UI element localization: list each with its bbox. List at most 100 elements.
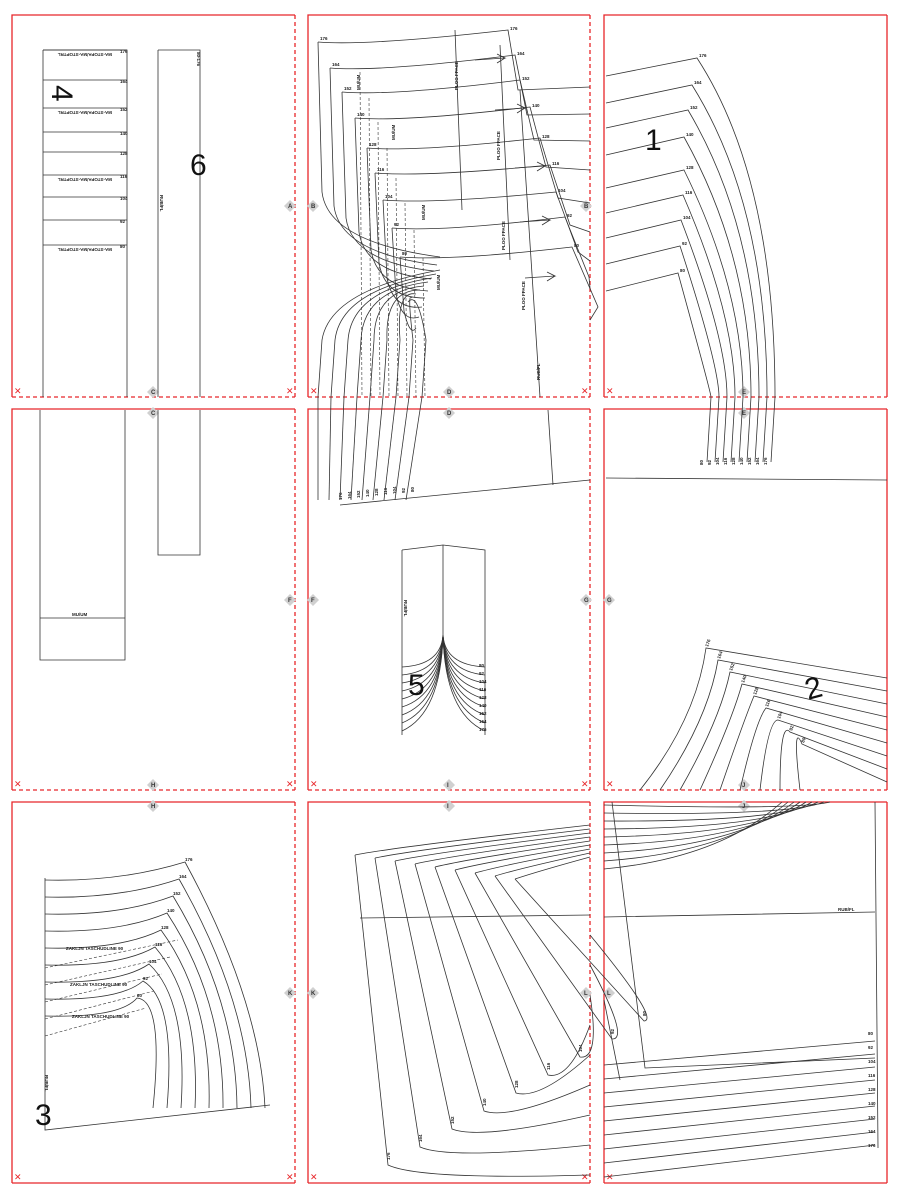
size-label: 140 xyxy=(686,132,694,137)
size-label: 152 xyxy=(690,105,698,110)
piece-2-line xyxy=(639,647,888,791)
size-label: 176 xyxy=(338,492,343,500)
fold-label: RUB/FL xyxy=(159,195,164,212)
front-side-line xyxy=(350,396,358,501)
alignment-marker xyxy=(603,594,615,606)
tile-border xyxy=(307,14,590,397)
front-side-line xyxy=(328,396,332,501)
size-label: 176 xyxy=(868,1143,876,1148)
size-label: 164 xyxy=(868,1129,876,1134)
front-side-line xyxy=(405,396,423,501)
size-label: 140 xyxy=(740,674,747,683)
fold-lines xyxy=(454,29,541,398)
piece-2-line xyxy=(739,707,888,791)
cut-mark: ✕ xyxy=(14,779,22,789)
neck-curve xyxy=(369,285,425,398)
back-hem-line xyxy=(603,1040,876,1066)
alignment-marker xyxy=(307,987,319,999)
piece-3-outline xyxy=(44,878,271,1131)
size-label: 152 xyxy=(356,490,361,498)
front-side-line xyxy=(372,396,384,501)
seam-dash xyxy=(395,177,399,398)
back-hem-line xyxy=(603,1066,876,1094)
size-label: 80 xyxy=(800,736,807,743)
cut-mark: ✕ xyxy=(14,1172,22,1182)
size-label: 80 xyxy=(402,251,408,256)
alignment-marker xyxy=(443,779,455,791)
size-label: 92 xyxy=(401,487,406,493)
piece-number-6: 6 xyxy=(190,149,207,182)
size-label: 176 xyxy=(320,36,328,41)
size-label: 164 xyxy=(517,51,525,56)
pleat-label: PLOO FPACE xyxy=(496,131,501,160)
piece-2-line xyxy=(796,737,888,791)
alignment-marker xyxy=(738,800,750,812)
size-label: 104 xyxy=(392,486,397,494)
back-top-line xyxy=(494,852,591,877)
size-label: 116 xyxy=(120,174,128,179)
tile-border xyxy=(603,408,887,790)
piece-6-outline xyxy=(157,49,201,397)
front-side-line xyxy=(317,41,441,258)
size-label: 164 xyxy=(694,80,702,85)
piece-4-outline xyxy=(39,410,126,661)
front-side-line xyxy=(391,227,420,319)
piece-1-line xyxy=(605,169,744,463)
front-top-line xyxy=(382,191,591,262)
neck-curve xyxy=(407,299,427,398)
back-hem-line xyxy=(603,1105,876,1136)
size-label: 80 xyxy=(410,486,415,492)
size-label: 104 xyxy=(558,188,566,193)
size-label: 128 xyxy=(868,1087,876,1092)
marker-letter: B xyxy=(311,204,316,210)
front-top-line xyxy=(354,106,591,171)
cut-mark: ✕ xyxy=(606,779,614,789)
front-side-line xyxy=(382,199,423,308)
cut-mark: ✕ xyxy=(286,386,294,396)
size-label: 140 xyxy=(532,103,540,108)
size-label: 92 xyxy=(479,671,485,676)
marker-letter: L xyxy=(584,991,588,997)
alignment-marker xyxy=(284,594,296,606)
size-label: 80 xyxy=(868,1031,874,1036)
cut-mark: ✕ xyxy=(581,386,589,396)
size-label: 128 xyxy=(514,1080,519,1088)
size-label: 140 xyxy=(482,1098,487,1106)
tile-border xyxy=(307,408,590,790)
stopper-label: MA-STOPA/MA-STOPTRL xyxy=(58,52,112,57)
neck-curve xyxy=(356,281,429,398)
size-label: 128 xyxy=(369,142,377,147)
piece-1-line xyxy=(605,272,712,463)
back-hem-line xyxy=(603,1092,876,1122)
size-label: 164 xyxy=(418,1134,423,1142)
piece-6-outline xyxy=(157,410,201,556)
back-top-line xyxy=(514,856,591,880)
piece-1-hem xyxy=(605,477,888,481)
size-label: 152 xyxy=(868,1115,876,1120)
pleat-label: PLOO FPACE xyxy=(454,61,459,90)
size-label: 116 xyxy=(685,190,693,195)
size-label: 140 xyxy=(868,1101,876,1106)
front-side-line xyxy=(341,91,435,272)
size-label: 92 xyxy=(707,459,712,465)
size-label: 92 xyxy=(120,219,126,224)
size-label: 104 xyxy=(479,679,487,684)
pocket-label: ZAKLJN TASCHUDLINE 90 xyxy=(72,1014,130,1019)
hem-label: MU/UM xyxy=(356,75,361,90)
pocket-line xyxy=(44,939,179,969)
front-top-line xyxy=(374,164,591,233)
back-top-line xyxy=(414,836,591,865)
size-label: 104 xyxy=(149,959,157,964)
front-side-line xyxy=(383,396,397,501)
size-label: 80 xyxy=(120,244,126,249)
hem-label: MU/UM xyxy=(421,205,426,220)
size-label: 104 xyxy=(715,457,720,465)
cut-mark: ✕ xyxy=(310,1172,318,1182)
pocket-line xyxy=(44,956,171,986)
size-label: 128 xyxy=(686,165,694,170)
back-top-line xyxy=(603,801,813,830)
size-label: 80 xyxy=(699,459,704,465)
piece-3-line xyxy=(44,997,157,1109)
size-label: 176 xyxy=(120,49,128,54)
